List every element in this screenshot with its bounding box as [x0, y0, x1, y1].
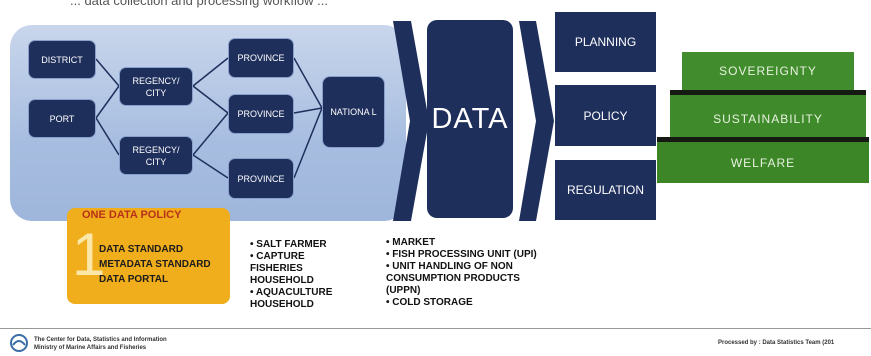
step-sustainability: SUSTAINABILITY	[670, 90, 866, 142]
list-item: (UPPN)	[386, 285, 421, 296]
header-text: ... data collection and processing workf…	[70, 0, 328, 8]
step-sovereignty: SOVEREIGNTY	[682, 52, 854, 90]
node-province-mid: PROVINCE	[228, 94, 294, 134]
connector-port-regency	[95, 85, 120, 119]
ministry-logo-icon	[10, 334, 28, 352]
connector-regency2-province-bottom	[192, 154, 229, 179]
policy-item-data-portal: DATA PORTAL	[99, 274, 169, 285]
list-item: CONSUMPTION PRODUCTS	[386, 273, 520, 284]
list-item: • FISH PROCESSING UNIT (UPI)	[386, 249, 537, 260]
policy-item-metadata-standard: METADATA STANDARD	[99, 259, 211, 270]
source-list-left: • SALT FARMER • CAPTURE FISHERIES HOUSEH…	[250, 239, 332, 311]
list-item: • MARKET	[386, 237, 436, 248]
list-item: • COLD STORAGE	[386, 297, 473, 308]
output-planning: PLANNING	[555, 12, 656, 72]
list-item: • SALT FARMER	[250, 239, 327, 250]
policy-item-data-standard: DATA STANDARD	[99, 244, 184, 255]
footer-org-line1: The Center for Data, Statistics and Info…	[34, 337, 167, 343]
list-item: FISHERIES	[250, 263, 303, 274]
node-national: NATIONA L	[322, 76, 385, 148]
connector-province-mid-national	[293, 107, 323, 114]
connector-district-regency	[95, 58, 120, 87]
node-province-bottom: PROVINCE	[228, 158, 294, 199]
list-item: • UNIT HANDLING OF NON	[386, 261, 513, 272]
output-policy: POLICY	[555, 85, 656, 146]
connector-regency-province-top	[192, 57, 229, 87]
step-welfare: WELFARE	[657, 137, 869, 183]
list-item: HOUSEHOLD	[250, 299, 314, 310]
footer-divider	[0, 328, 871, 329]
node-port: PORT	[28, 99, 96, 138]
one-data-policy-card	[67, 208, 230, 304]
connector-regency2-province-mid	[192, 112, 229, 156]
arrow-to-outputs	[519, 21, 554, 221]
source-list-right: • MARKET • FISH PROCESSING UNIT (UPI) • …	[386, 237, 537, 309]
node-regency-top: REGENCY/ CITY	[119, 67, 193, 106]
node-district: DISTRICT	[28, 40, 96, 79]
policy-title: ONE DATA POLICY	[82, 209, 182, 221]
arrow-to-data	[393, 21, 429, 221]
policy-number: 1	[72, 221, 106, 288]
footer-org-line2: Ministry of Marine Affairs and Fisheries	[34, 345, 147, 351]
data-box: DATA	[427, 20, 513, 218]
connector-province-top-national	[293, 57, 323, 109]
connector-province-bottom-national	[293, 107, 323, 179]
list-item: • AQUACULTURE	[250, 287, 333, 298]
list-item: HOUSEHOLD	[250, 275, 314, 286]
node-regency-bottom: REGENCY/ CITY	[119, 136, 193, 175]
list-item: • CAPTURE	[250, 251, 305, 262]
output-regulation: REGULATION	[555, 160, 656, 220]
node-province-top: PROVINCE	[228, 38, 294, 78]
footer-processed-by: Processed by : Data Statistics Team (201	[718, 340, 835, 346]
connector-regency-province-mid	[192, 85, 229, 114]
connector-port-regency-bottom	[95, 117, 120, 156]
